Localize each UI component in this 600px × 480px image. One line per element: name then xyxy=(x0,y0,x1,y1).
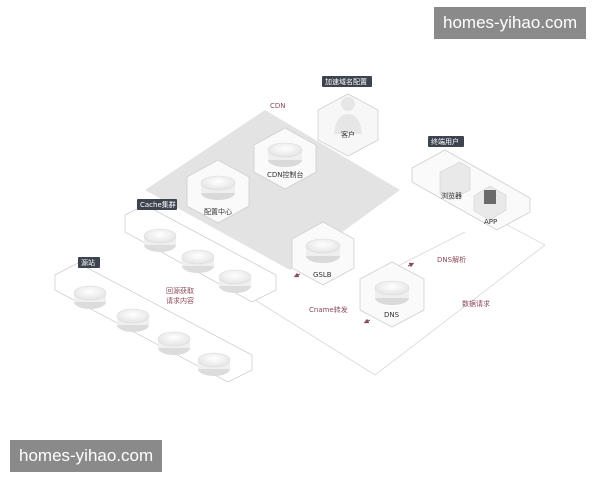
browser-label: 浏览器 xyxy=(441,191,462,200)
watermark-bottom: homes-yihao.com xyxy=(10,440,163,472)
svg-text:Cache集群: Cache集群 xyxy=(140,200,176,209)
arrow-cname xyxy=(293,272,301,278)
customer-node: 客户 xyxy=(317,93,379,157)
cache-disk-2 xyxy=(181,249,215,273)
origin-disk-2 xyxy=(116,308,150,332)
person-body xyxy=(334,114,362,134)
origin-box xyxy=(54,262,253,383)
back-to-origin-line1: 回源获取 xyxy=(166,286,194,295)
tag-domain-config: 加速域名配置 xyxy=(322,76,372,87)
gslb-label: GSLB xyxy=(313,271,332,279)
browser-icon xyxy=(439,161,471,201)
tag-origin: 源站 xyxy=(78,257,100,268)
cdn-console-label: CDN控制台 xyxy=(267,170,304,179)
origin-disk-4 xyxy=(197,352,231,376)
origin-disk-3 xyxy=(157,331,191,355)
flow-arrows xyxy=(293,262,415,324)
back-to-origin-line2: 请求内容 xyxy=(166,296,194,305)
svg-text:源站: 源站 xyxy=(81,258,95,267)
tag-cache-cluster: Cache集群 xyxy=(137,199,177,210)
cdn-label: CDN xyxy=(270,102,286,110)
arrow-dns-resolve xyxy=(407,262,415,268)
dns-resolve-label: DNS解析 xyxy=(437,255,466,264)
tag-end-user: 终端用户 xyxy=(428,136,464,147)
app-label: APP xyxy=(484,218,497,226)
cdn-console-node: CDN控制台 xyxy=(253,127,317,190)
cache-disk-1 xyxy=(143,228,177,252)
cname-forward-label: Cname转发 xyxy=(309,305,348,314)
gslb-node: GSLB xyxy=(291,221,355,286)
origin-disk-1 xyxy=(73,285,107,309)
svg-text:加速域名配置: 加速域名配置 xyxy=(325,77,367,86)
cache-disk-3 xyxy=(218,269,252,293)
svg-text:终端用户: 终端用户 xyxy=(431,137,459,146)
end-user-box: 浏览器 APP xyxy=(411,149,531,231)
config-center-node: 配置中心 xyxy=(186,159,250,224)
customer-label: 客户 xyxy=(341,130,355,139)
guide-lines xyxy=(254,204,546,376)
arrow-data-request xyxy=(363,318,371,324)
config-center-label: 配置中心 xyxy=(204,207,232,216)
cache-cluster-box xyxy=(124,204,277,303)
data-request-label: 数据请求 xyxy=(462,299,490,308)
person-icon xyxy=(341,97,355,111)
dns-node: DNS xyxy=(359,261,425,328)
dns-label: DNS xyxy=(384,311,400,319)
watermark-top: homes-yihao.com xyxy=(434,7,587,39)
